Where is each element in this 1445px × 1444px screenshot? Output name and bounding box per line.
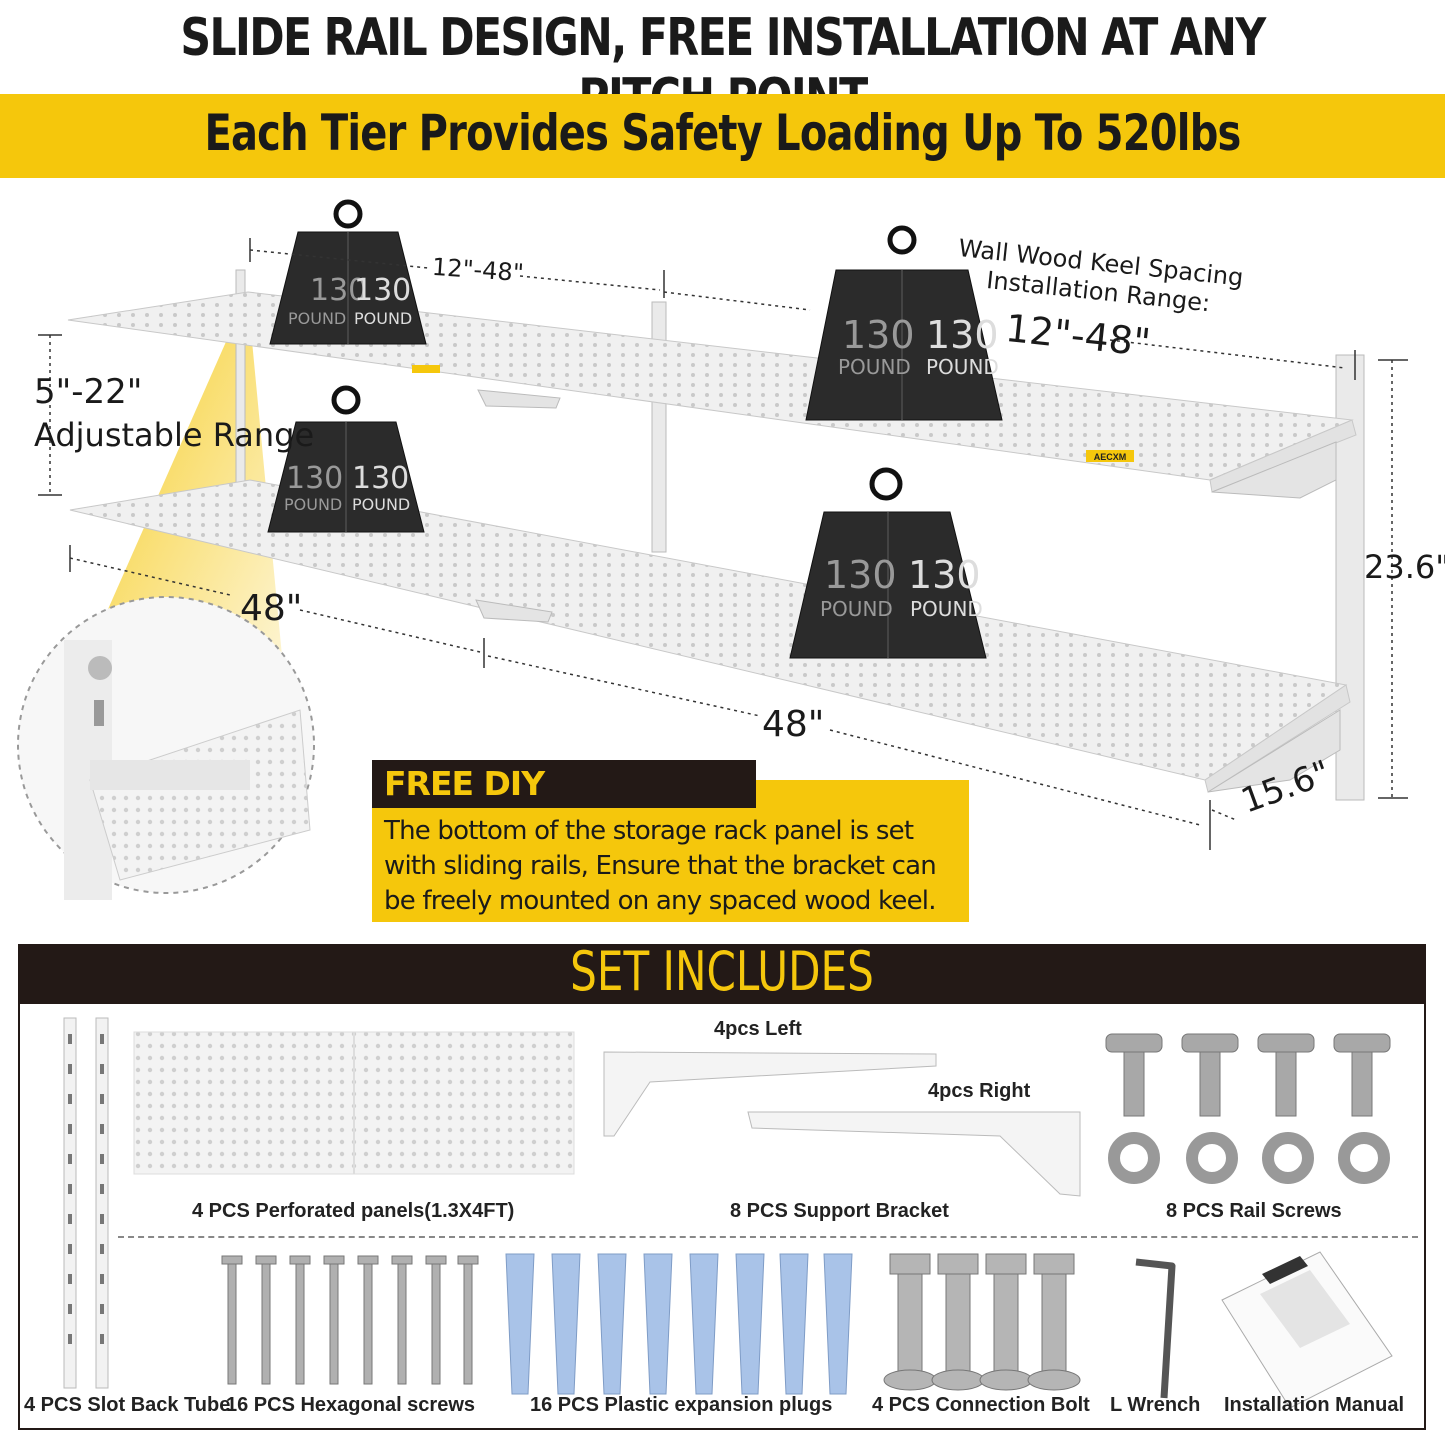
bracket-left-label: 4pcs Left xyxy=(714,1018,802,1040)
svg-text:130: 130 xyxy=(926,313,999,357)
bracket xyxy=(475,599,553,623)
item-label-brackets: 8 PCS Support Bracket xyxy=(730,1200,949,1222)
width-right-label: 48" xyxy=(762,704,825,745)
bracket xyxy=(1207,709,1341,793)
callout-text: The bottom of the storage rack panel is … xyxy=(384,816,937,916)
svg-text:130: 130 xyxy=(310,273,367,308)
item-label-bolt: 4 PCS Connection Bolt xyxy=(872,1394,1090,1416)
svg-text:130: 130 xyxy=(908,553,981,597)
weight-icon: 130 POUND 130 POUND xyxy=(269,199,427,345)
yellow-banner xyxy=(0,94,1445,178)
svg-text:130: 130 xyxy=(842,313,915,357)
set-includes-title: SET INCLUDES xyxy=(570,940,874,1003)
adjust-label: Adjustable Range xyxy=(34,416,315,454)
item-label-manual: Installation Manual xyxy=(1224,1394,1405,1416)
set-includes-header xyxy=(18,944,1426,1004)
item-label-wrench: L Wrench xyxy=(1110,1394,1201,1416)
left-bracket-icon xyxy=(603,1051,937,1137)
svg-text:130: 130 xyxy=(354,273,411,308)
upper-shelf-lip xyxy=(1209,419,1357,493)
svg-text:POUND: POUND xyxy=(910,597,983,621)
adjust-value: 5"-22" xyxy=(34,372,143,412)
item-label-tube: 4 PCS Slot Back Tube xyxy=(24,1394,231,1416)
banner-text: Each Tier Provides Safety Loading Up To … xyxy=(204,104,1241,162)
bracket-right-label: 4pcs Right xyxy=(928,1080,1031,1102)
weight-icon: 130 POUND 130 POUND xyxy=(789,467,987,659)
svg-text:POUND: POUND xyxy=(352,495,410,514)
height-label: 23.6" xyxy=(1364,548,1445,586)
installation-manual-icon xyxy=(1221,1251,1393,1409)
right-bracket-icon xyxy=(747,1111,1081,1197)
shelf-diagram: AECXM 130 POUND 130 POUND 130 POUND 130 … xyxy=(17,199,1408,900)
svg-text:POUND: POUND xyxy=(284,495,342,514)
dimension-lines xyxy=(49,249,1393,826)
section-divider xyxy=(118,1236,1418,1238)
bracket xyxy=(1211,441,1337,499)
weight-icon: 130 POUND 130 POUND xyxy=(805,225,1003,421)
svg-text:POUND: POUND xyxy=(926,355,999,379)
dimension-ticks xyxy=(38,238,1408,850)
item-label-plugs: 16 PCS Plastic expansion plugs xyxy=(530,1394,833,1416)
svg-text:POUND: POUND xyxy=(838,355,911,379)
rail-screw-icon xyxy=(1105,1033,1391,1117)
item-label-rail-screws: 8 PCS Rail Screws xyxy=(1166,1200,1342,1222)
hexagonal-screw-icon xyxy=(221,1255,479,1385)
item-label-hex-screws: 16 PCS Hexagonal screws xyxy=(226,1394,476,1416)
bracket xyxy=(477,389,561,409)
slot-back-tube-icon xyxy=(63,1017,109,1389)
svg-text:POUND: POUND xyxy=(820,597,893,621)
zoom-detail-icon xyxy=(17,596,315,900)
callout-title: FREE DIY CONNECTION xyxy=(372,760,756,851)
diy-callout: FREE DIY CONNECTION The bottom of the st… xyxy=(372,760,972,922)
l-wrench-icon xyxy=(1135,1258,1176,1399)
width-left-label: 48" xyxy=(240,588,303,629)
svg-text:130: 130 xyxy=(352,461,409,496)
svg-text:130: 130 xyxy=(824,553,897,597)
connection-bolt-icon xyxy=(883,1253,1081,1391)
weight-icon: 130 POUND 130 POUND xyxy=(267,385,425,533)
item-label-panels: 4 PCS Perforated panels(1.3X4FT) xyxy=(192,1200,515,1222)
lower-shelf-lip xyxy=(1204,684,1351,793)
brand-tag xyxy=(412,365,440,373)
svg-text:POUND: POUND xyxy=(354,309,412,328)
brand-tag-text: AECXM xyxy=(1094,452,1127,462)
set-includes-illustrations xyxy=(63,1017,1393,1409)
svg-text:POUND: POUND xyxy=(288,309,346,328)
brand-tag xyxy=(1086,450,1134,462)
washer-icon xyxy=(1108,1132,1390,1184)
plastic-plug-icon xyxy=(505,1253,853,1395)
svg-text:130: 130 xyxy=(286,461,343,496)
